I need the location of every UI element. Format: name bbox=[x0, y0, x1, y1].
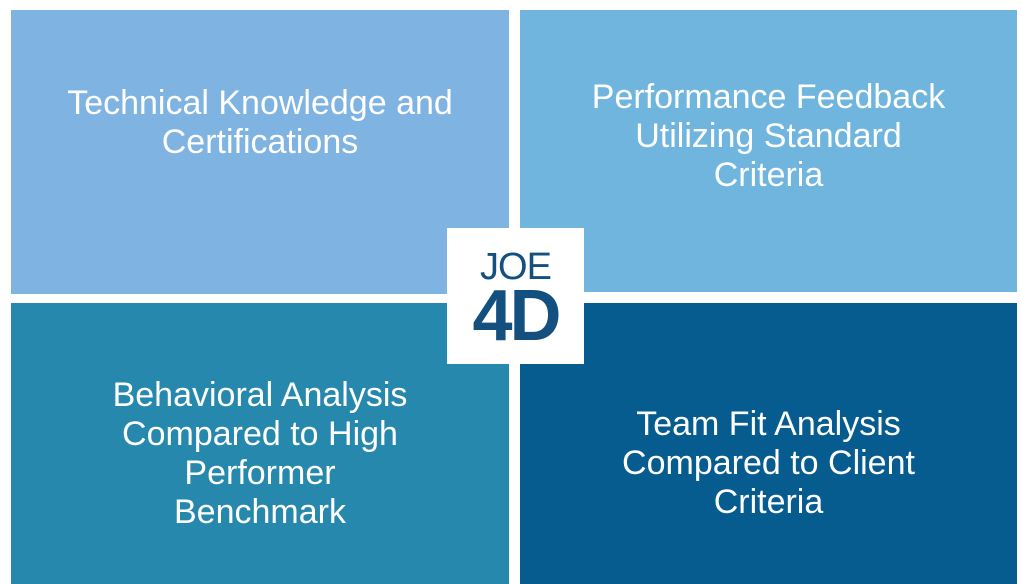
quadrant-performance-feedback: Performance Feedback Utilizing Standard … bbox=[520, 10, 1017, 292]
quadrant-label: Performance Feedback Utilizing Standard … bbox=[591, 77, 946, 194]
quadrant-team-fit-analysis: Team Fit Analysis Compared to Client Cri… bbox=[520, 303, 1017, 584]
quadrant-label: Team Fit Analysis Compared to Client Cri… bbox=[622, 405, 915, 521]
quadrant-label: Technical Knowledge and Certifications bbox=[67, 84, 453, 161]
quadrant-behavioral-analysis: Behavioral Analysis Compared to High Per… bbox=[11, 303, 509, 584]
joe-4d-logo: JOE 4D bbox=[447, 228, 584, 364]
quadrant-technical-knowledge: Technical Knowledge and Certifications bbox=[11, 10, 509, 294]
quadrant-label: Behavioral Analysis Compared to High Per… bbox=[112, 375, 408, 531]
logo-top-text: JOE bbox=[480, 246, 552, 288]
logo-bottom-text: 4D bbox=[472, 276, 561, 356]
